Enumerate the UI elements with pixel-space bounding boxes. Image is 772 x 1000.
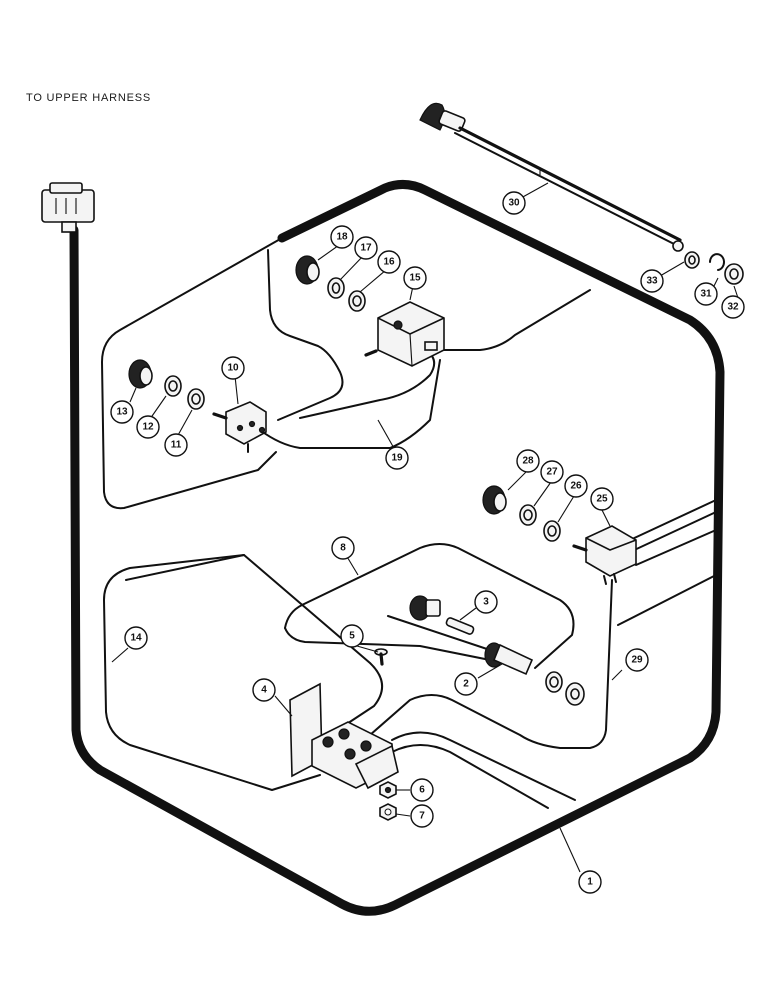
nut-7: [379, 803, 397, 821]
callout-15: 15: [403, 266, 427, 290]
main-harness-loop: [69, 180, 725, 916]
callout-5: 5: [340, 624, 364, 648]
callout-3: 3: [474, 590, 498, 614]
callout-4: 4: [252, 678, 276, 702]
svg-text:33: 33: [646, 276, 658, 287]
cable-assembly: [419, 102, 684, 252]
wire-29: [369, 579, 613, 749]
svg-text:18: 18: [336, 232, 348, 243]
callout-2: 2: [454, 672, 478, 696]
svg-text:6: 6: [419, 785, 425, 796]
wire-14-inner: [125, 554, 383, 736]
callout-26: 26: [564, 474, 588, 498]
wire-upper-right: [441, 289, 591, 351]
svg-text:27: 27: [546, 467, 558, 478]
svg-text:28: 28: [522, 456, 534, 467]
switch-25: [572, 525, 637, 585]
wire-right-branch-3: [635, 529, 717, 566]
upper-harness-caption: TO UPPER HARNESS: [26, 92, 152, 104]
svg-text:17: 17: [360, 243, 372, 254]
svg-text:3: 3: [483, 597, 489, 608]
callout-28: 28: [516, 449, 540, 473]
svg-text:16: 16: [383, 257, 395, 268]
callout-11: 11: [164, 433, 188, 457]
terminal-block-assembly: [289, 682, 399, 790]
upper-harness-connector: [41, 182, 95, 233]
callout-6: 6: [410, 778, 434, 802]
screw-5: [374, 648, 388, 666]
svg-text:30: 30: [508, 198, 520, 209]
fuse-holder-group: [409, 595, 585, 706]
switch-10: [212, 401, 267, 453]
wire-1: [391, 731, 576, 801]
callout-17: 17: [354, 236, 378, 260]
wire-fuse-line: [387, 615, 506, 656]
knob-28-group: [482, 485, 561, 542]
svg-text:25: 25: [596, 494, 608, 505]
callout-19: 19: [385, 446, 409, 470]
callout-32: 32: [721, 295, 745, 319]
switch-15: [364, 301, 445, 367]
callout-25: 25: [590, 487, 614, 511]
washer-group-33-31-32: [684, 251, 744, 285]
nut-6: [379, 781, 397, 799]
callout-14: 14: [124, 626, 148, 650]
svg-text:12: 12: [142, 422, 154, 433]
wire-upper-left: [101, 237, 283, 510]
callout-27: 27: [540, 460, 564, 484]
wire-8-inner: [284, 627, 521, 667]
wire-1b: [391, 744, 549, 809]
callout-30: 30: [502, 191, 526, 215]
callout-10: 10: [221, 356, 245, 380]
svg-text:5: 5: [349, 631, 355, 642]
wire-right-branch-4: [617, 574, 717, 626]
svg-text:4: 4: [261, 685, 267, 696]
callout-29: 29: [625, 648, 649, 672]
knob-13-group: [128, 359, 205, 410]
svg-text:13: 13: [116, 407, 128, 418]
wire-19-lower: [259, 359, 441, 449]
svg-text:8: 8: [340, 543, 346, 554]
wire-8: [284, 543, 575, 669]
callout-1: 1: [578, 870, 602, 894]
callout-12: 12: [136, 415, 160, 439]
callout-33: 33: [640, 269, 664, 293]
knob-18-group: [295, 255, 366, 312]
svg-text:31: 31: [700, 289, 712, 300]
svg-text:1: 1: [587, 877, 593, 888]
wire-right-branch-2: [629, 511, 717, 553]
svg-text:7: 7: [419, 811, 425, 822]
svg-text:19: 19: [391, 453, 403, 464]
svg-text:14: 14: [130, 633, 142, 644]
wire-right-branch-1: [629, 499, 717, 541]
callout-18: 18: [330, 225, 354, 249]
svg-text:32: 32: [727, 302, 739, 313]
svg-text:15: 15: [409, 273, 421, 284]
callout-8: 8: [331, 536, 355, 560]
callout-13: 13: [110, 400, 134, 424]
svg-text:2: 2: [463, 679, 469, 690]
wire-19: [267, 249, 344, 421]
callout-7: 7: [410, 804, 434, 828]
wire-15-to-10: [299, 349, 436, 419]
wire-14: [103, 554, 321, 791]
svg-text:26: 26: [570, 481, 582, 492]
svg-text:10: 10: [227, 363, 239, 374]
svg-text:29: 29: [631, 655, 643, 666]
svg-text:11: 11: [171, 440, 182, 451]
callout-16: 16: [377, 250, 401, 274]
callout-31: 31: [694, 282, 718, 306]
